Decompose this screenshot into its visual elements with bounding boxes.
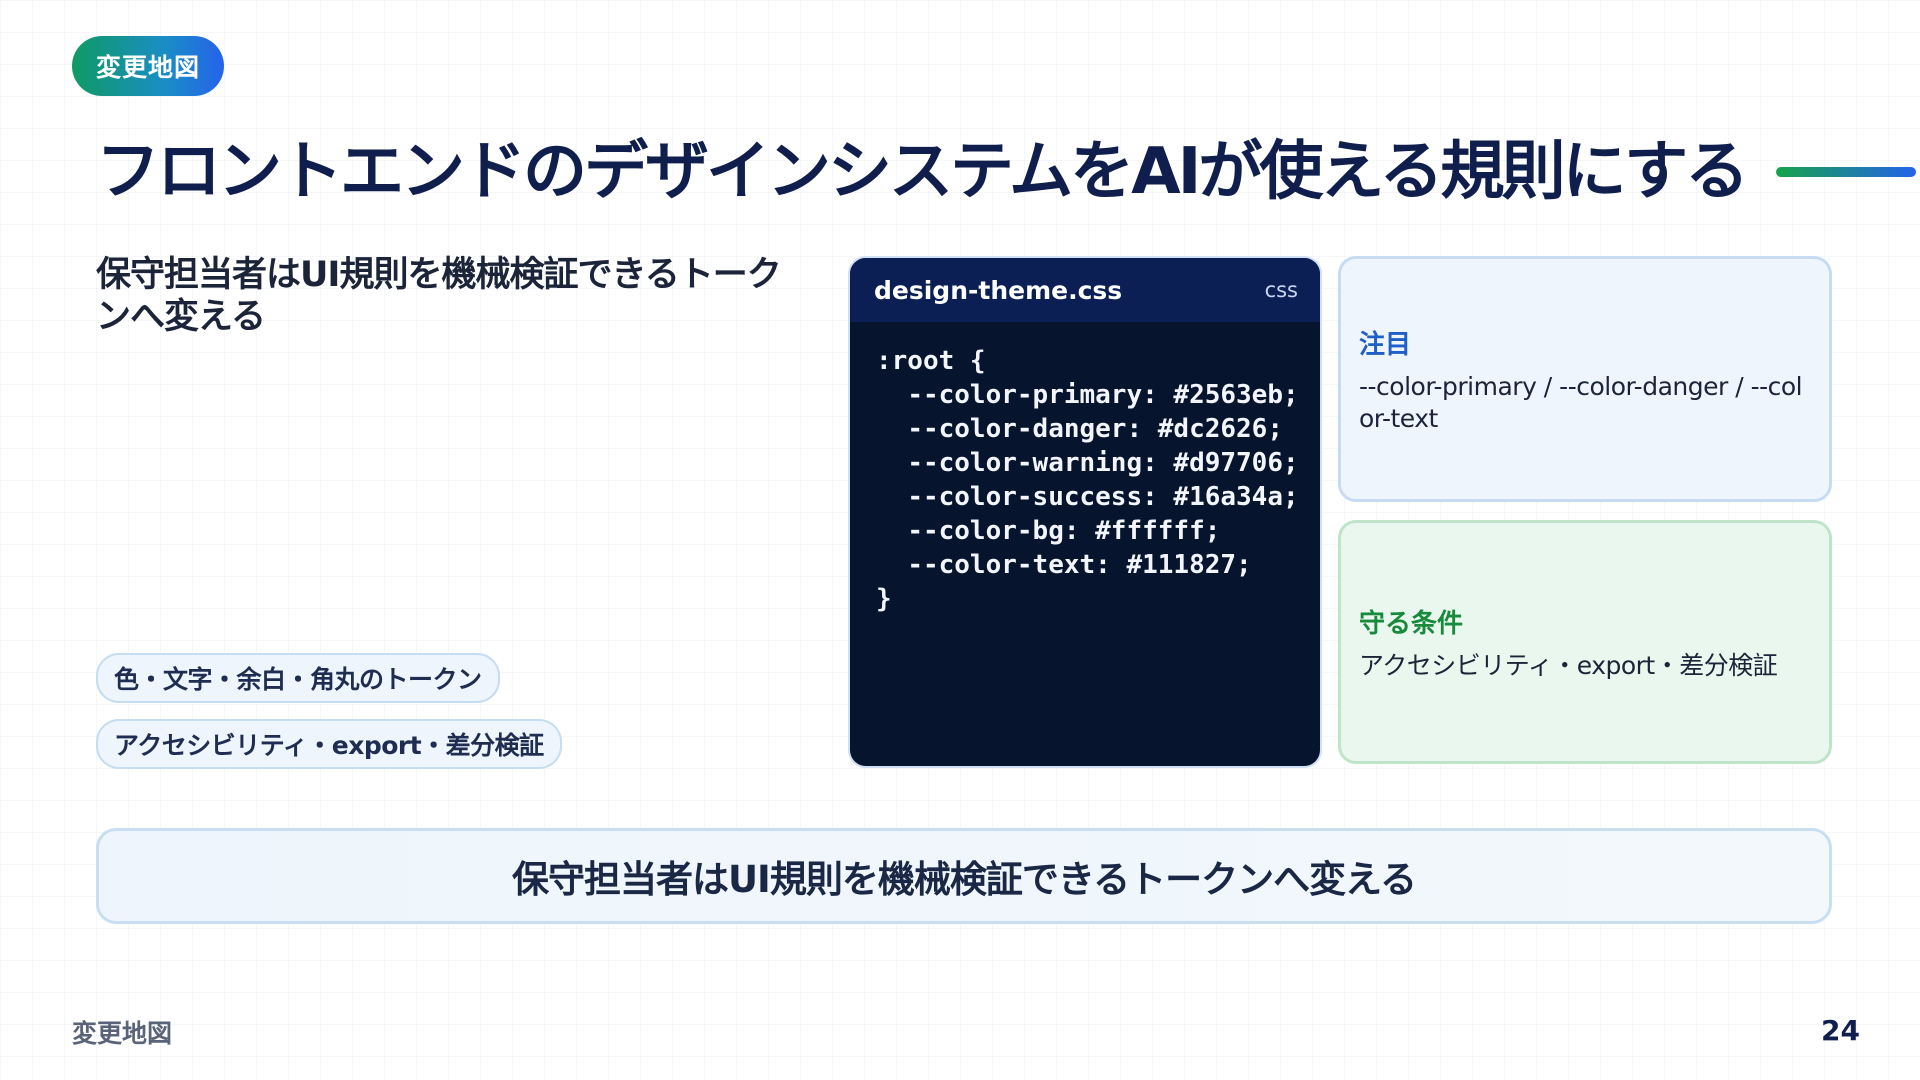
chip-tokens: 色・文字・余白・角丸のトークン: [96, 653, 500, 703]
code-language-label: css: [1264, 278, 1298, 302]
summary-banner: 保守担当者はUI規則を機械検証できるトークンへ変える: [96, 828, 1832, 924]
page-title: フロントエンドのデザインシステムをAIが使える規則にする: [96, 135, 1749, 209]
focus-card: 注目 --color-primary / --color-danger / --…: [1338, 256, 1832, 502]
lead-text: 保守担当者はUI規則を機械検証できるトークンへ変える: [96, 255, 782, 337]
page-number: 24: [1821, 1014, 1860, 1047]
code-block: :root { --color-primary: #2563eb; --colo…: [876, 346, 1299, 614]
keep-card-text: アクセシビリティ・export・差分検証: [1359, 650, 1778, 680]
footer-section-label: 変更地図: [72, 1019, 173, 1048]
tag-chips: 色・文字・余白・角丸のトークン アクセシビリティ・export・差分検証: [96, 653, 562, 769]
code-card-header: design-theme.css css: [850, 258, 1320, 322]
keep-card-label: 守る条件: [1359, 608, 1464, 639]
code-filename: design-theme.css: [874, 275, 1123, 305]
title-accent-bar: [1776, 167, 1917, 177]
chip-checks: アクセシビリティ・export・差分検証: [96, 719, 562, 769]
focus-card-text: --color-primary / --color-danger / --col…: [1359, 371, 1803, 433]
code-card: design-theme.css css :root { --color-pri…: [848, 256, 1322, 768]
title-row: フロントエンドのデザインシステムをAIが使える規則にする: [96, 120, 1917, 212]
section-badge: 変更地図: [72, 36, 225, 96]
focus-card-label: 注目: [1359, 329, 1412, 360]
keep-card: 守る条件 アクセシビリティ・export・差分検証: [1338, 520, 1832, 764]
